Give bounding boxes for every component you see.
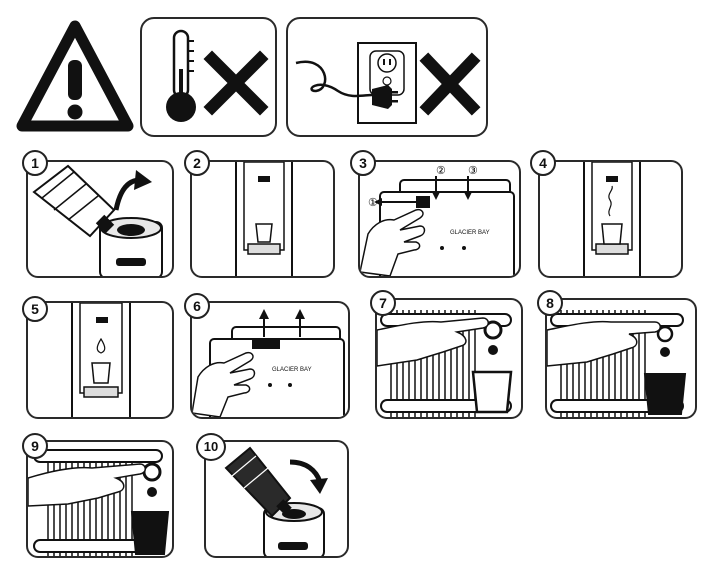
up-arrow-icon bbox=[295, 309, 305, 337]
cup-icon bbox=[471, 370, 513, 414]
brand-label: GLACIER BAY bbox=[272, 367, 312, 373]
cup-icon bbox=[255, 223, 273, 243]
curved-arrow-icon bbox=[289, 459, 328, 494]
callout-2: ② bbox=[436, 165, 446, 177]
cup-icon bbox=[643, 373, 687, 415]
step-number-badge: 8 bbox=[537, 290, 563, 316]
warning-power-panel bbox=[286, 17, 488, 137]
step-10-panel bbox=[204, 440, 349, 558]
hand-icon bbox=[28, 463, 146, 507]
step-number-badge: 6 bbox=[184, 293, 210, 319]
cross-icon bbox=[203, 50, 269, 116]
step-9-panel bbox=[26, 440, 174, 558]
hand-icon bbox=[547, 320, 661, 367]
step-number-badge: 3 bbox=[350, 150, 376, 176]
power-outlet-icon bbox=[357, 42, 417, 124]
up-arrow-icon bbox=[259, 309, 269, 337]
cup-icon bbox=[130, 511, 170, 555]
hand-icon bbox=[377, 317, 489, 367]
step-number-badge: 2 bbox=[184, 150, 210, 176]
step-6-panel: GLACIER BAY bbox=[190, 301, 350, 419]
step-number-badge: 1 bbox=[22, 150, 48, 176]
step-5-panel bbox=[26, 301, 174, 419]
step-number-badge: 7 bbox=[370, 290, 396, 316]
thermometer-icon bbox=[166, 29, 196, 122]
hand-icon bbox=[192, 351, 256, 417]
step-number-badge: 5 bbox=[22, 296, 48, 322]
cup-icon bbox=[91, 362, 111, 384]
hand-icon bbox=[360, 208, 426, 276]
step-number-badge: 4 bbox=[530, 150, 556, 176]
callout-3: ③ bbox=[468, 165, 478, 177]
callout-1: ① bbox=[368, 197, 378, 209]
step-8-panel bbox=[545, 298, 697, 419]
step-number-badge: 10 bbox=[196, 433, 226, 461]
brand-label: GLACIER BAY bbox=[450, 230, 490, 236]
water-bottle-icon bbox=[224, 446, 292, 518]
step-4-panel bbox=[538, 160, 683, 278]
step-3-panel: GLACIER BAY ① ② ③ bbox=[358, 160, 521, 278]
steam-icon bbox=[608, 185, 613, 217]
warning-temperature-panel bbox=[140, 17, 277, 137]
water-drop-icon bbox=[96, 337, 106, 354]
cross-icon bbox=[419, 52, 481, 116]
water-bottle-icon bbox=[32, 164, 116, 238]
step-2-panel bbox=[190, 160, 335, 278]
plug-icon bbox=[372, 85, 398, 109]
step-1-panel bbox=[26, 160, 174, 278]
step-number-badge: 9 bbox=[22, 433, 48, 459]
step-7-panel bbox=[375, 298, 523, 419]
curved-arrow-icon bbox=[113, 170, 152, 211]
warning-triangle-icon bbox=[16, 20, 134, 132]
cup-icon bbox=[601, 223, 623, 245]
